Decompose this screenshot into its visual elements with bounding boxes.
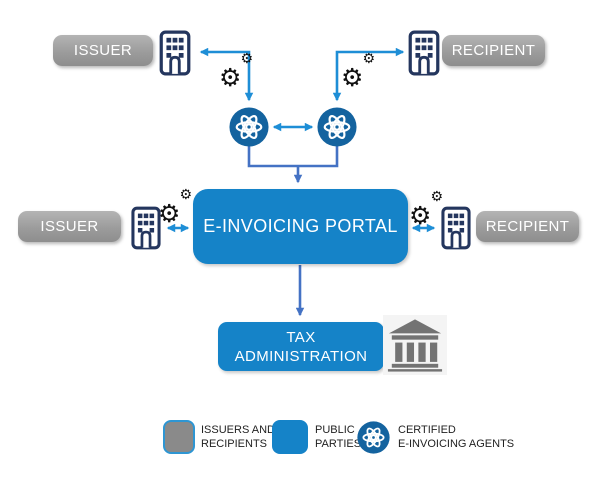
recipient-mid-node: RECIPIENT <box>476 211 579 242</box>
issuer-top-node: ISSUER <box>53 35 153 66</box>
recipient-top-label: RECIPIENT <box>451 42 536 59</box>
building-icon <box>156 30 194 76</box>
legend-text-line: PARTIES <box>315 438 362 450</box>
gear-icon: ⚙ <box>158 199 181 228</box>
legend-label-issuers-recipients: ISSUERS AND RECIPIENTS <box>201 423 275 451</box>
tax-administration-node: TAX ADMINISTRATION <box>218 322 384 371</box>
gear-icon: ⚙ <box>430 189 443 205</box>
legend-label-certified-agents: CERTIFIED E-INVOICING AGENTS <box>398 423 514 451</box>
atom-agent-icon <box>229 107 269 147</box>
legend-text-line: CERTIFIED <box>398 424 456 436</box>
gear-icon: ⚙ <box>179 187 192 203</box>
legend-text-line: ISSUERS AND <box>201 424 275 436</box>
issuer-top-label: ISSUER <box>73 42 133 59</box>
legend-blue-swatch <box>272 420 308 454</box>
issuer-mid-node: ISSUER <box>18 211 121 242</box>
legend-text-line: RECIPIENTS <box>201 438 268 450</box>
legend-text-line: E-INVOICING AGENTS <box>398 438 515 450</box>
gears-icon: ⚙ ⚙ <box>219 52 253 90</box>
gear-icon: ⚙ <box>240 51 253 67</box>
e-invoicing-portal-node: E-INVOICING PORTAL <box>193 189 408 264</box>
legend-atom-icon <box>357 421 390 454</box>
tax-label-line2: ADMINISTRATION <box>234 347 368 365</box>
atom-agent-icon <box>317 107 357 147</box>
portal-label: E-INVOICING PORTAL <box>203 216 398 236</box>
legend-gray-swatch <box>163 420 195 454</box>
issuer-mid-label: ISSUER <box>40 218 99 235</box>
recipient-mid-label: RECIPIENT <box>485 218 570 235</box>
gear-icon: ⚙ <box>409 201 432 230</box>
legend-label-public-parties: PUBLIC PARTIES <box>315 423 361 451</box>
building-icon <box>438 206 474 250</box>
gear-icon: ⚙ <box>219 63 242 92</box>
gears-icon: ⚙ ⚙ <box>341 52 375 90</box>
connector-agents-merge <box>247 146 339 168</box>
tax-label-line1: TAX <box>286 328 316 346</box>
recipient-top-node: RECIPIENT <box>442 35 545 66</box>
gears-icon: ⚙ ⚙ <box>409 190 443 228</box>
bank-icon <box>386 317 444 372</box>
building-icon <box>405 30 443 76</box>
gear-icon: ⚙ <box>362 51 375 67</box>
legend-text-line: PUBLIC <box>315 424 355 436</box>
gear-icon: ⚙ <box>341 63 364 92</box>
gears-icon: ⚙ ⚙ <box>158 188 192 226</box>
